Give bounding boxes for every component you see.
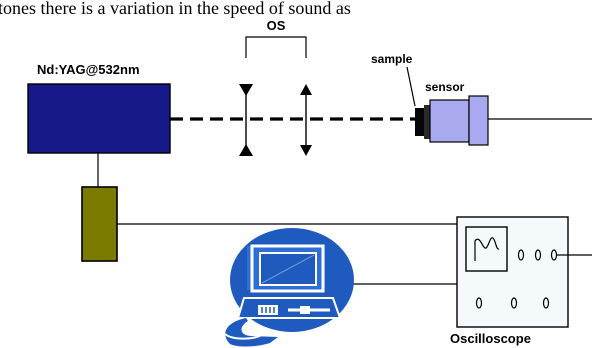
laser-label: Nd:YAG@532nm: [37, 62, 140, 77]
laser-source: [27, 83, 171, 154]
sensor-label: sensor: [425, 80, 465, 94]
oscilloscope-knob: [542, 297, 550, 309]
oscilloscope-knob: [510, 297, 518, 309]
oscilloscope-screen: [465, 226, 508, 272]
oscilloscope-label: Oscilloscope: [450, 331, 531, 346]
concave-lens: [239, 84, 253, 156]
optical-system-label: OS: [267, 18, 286, 33]
cutoff-paragraph-text: tones there is a variation in the speed …: [0, 0, 351, 18]
sensor-body: [429, 99, 470, 143]
sine-wave-icon: [474, 237, 500, 261]
sample-pointer-line: [406, 66, 416, 107]
oscilloscope-knob: [534, 249, 542, 261]
sample-label: sample: [371, 52, 413, 66]
oscilloscope-knob: [517, 249, 525, 261]
photodetector-box: [81, 186, 118, 262]
sensor-rear-flange: [468, 95, 489, 146]
sensor-front-face: [424, 105, 430, 139]
oscilloscope-knob: [475, 297, 483, 309]
computer-icon: [224, 228, 354, 347]
convex-lens: [300, 84, 312, 156]
optical-system-bracket: [245, 36, 307, 58]
sample-plate: [415, 108, 424, 136]
oscilloscope: [456, 216, 569, 328]
